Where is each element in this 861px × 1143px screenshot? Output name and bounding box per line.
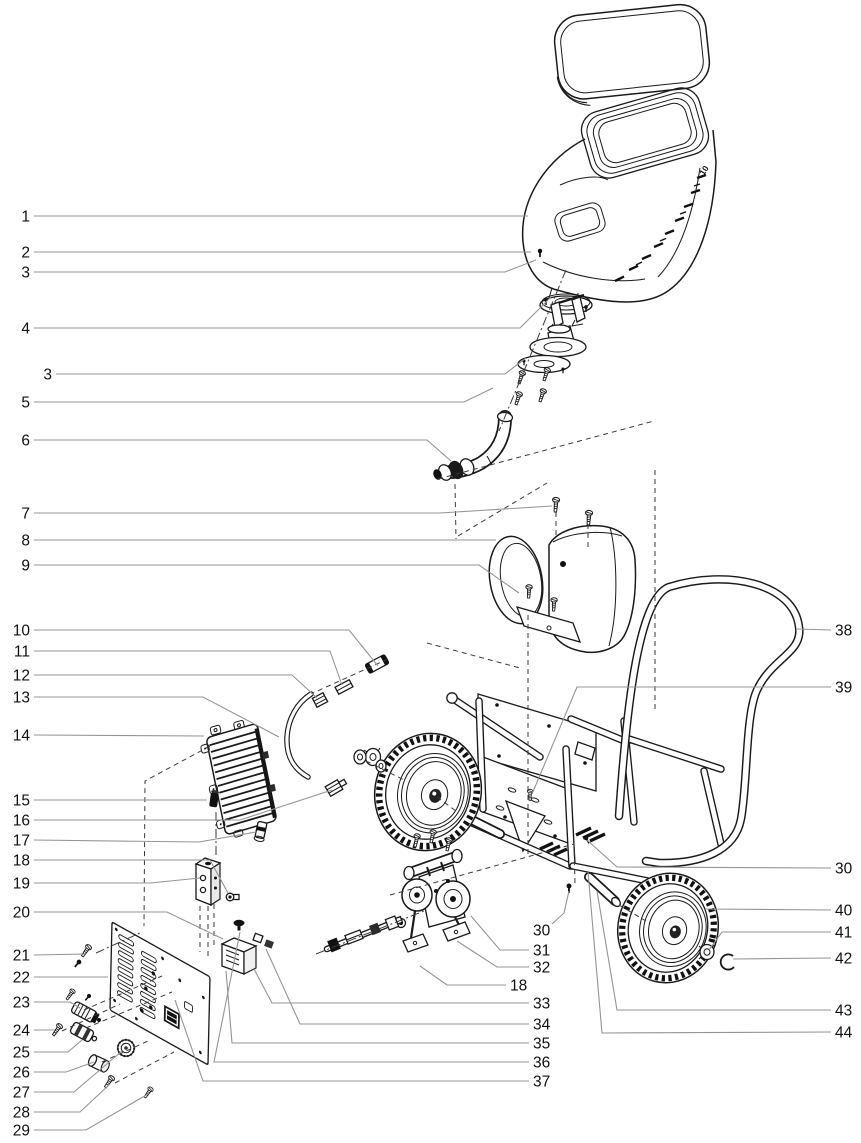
callout-29: 29 bbox=[13, 1123, 30, 1140]
suction-tube bbox=[323, 915, 404, 953]
callout-30: 30 bbox=[835, 861, 853, 878]
callout-26: 26 bbox=[13, 1065, 30, 1082]
callout-24: 24 bbox=[13, 1023, 31, 1040]
cap-screw bbox=[233, 919, 245, 931]
callout-layer: 1234356789101112131415161718192021222324… bbox=[13, 209, 853, 1140]
callout-36: 36 bbox=[533, 1055, 550, 1072]
callout-7: 7 bbox=[21, 506, 30, 523]
fitting-11 bbox=[334, 678, 354, 696]
nut-12 bbox=[311, 691, 329, 709]
callout-42: 42 bbox=[835, 951, 852, 968]
callout-23: 23 bbox=[13, 995, 30, 1012]
vent-louvers bbox=[117, 934, 157, 1020]
callout-1: 1 bbox=[21, 209, 30, 226]
callout-4: 4 bbox=[21, 321, 30, 338]
screw-29 bbox=[142, 1085, 155, 1100]
callout-19: 19 bbox=[13, 876, 30, 893]
electrical-box-36 bbox=[220, 937, 258, 975]
callout-21: 21 bbox=[13, 948, 30, 965]
screw-28 bbox=[102, 1074, 116, 1090]
motor-screw bbox=[551, 496, 561, 513]
elbow-tube bbox=[433, 410, 514, 481]
hopper-lid bbox=[553, 3, 711, 106]
callout-14: 14 bbox=[13, 728, 31, 745]
valve-25 bbox=[69, 1021, 98, 1043]
callout-44: 44 bbox=[835, 1025, 853, 1042]
callout-20: 20 bbox=[13, 905, 31, 922]
hopper: 10 bbox=[521, 87, 717, 315]
callout-33: 33 bbox=[533, 996, 550, 1013]
callout-37: 37 bbox=[533, 1074, 550, 1091]
pump-assembly bbox=[388, 828, 471, 953]
hose-and-fittings bbox=[284, 654, 390, 798]
screw-21 bbox=[79, 943, 93, 959]
callout-39: 39 bbox=[835, 680, 852, 697]
callout-22: 22 bbox=[13, 970, 30, 987]
callout-9: 9 bbox=[21, 558, 30, 575]
retaining-ring-42 bbox=[719, 953, 735, 971]
elbow-fitting-18 bbox=[225, 892, 240, 902]
callout-13: 13 bbox=[13, 690, 30, 707]
callout-25: 25 bbox=[13, 1045, 30, 1062]
small-fitting bbox=[252, 932, 264, 944]
callout-43: 43 bbox=[835, 1003, 852, 1020]
callout-12: 12 bbox=[13, 668, 30, 685]
callout-16: 16 bbox=[13, 813, 30, 830]
callout-18: 18 bbox=[13, 853, 30, 870]
motor-screw bbox=[584, 509, 594, 526]
callout-32: 32 bbox=[533, 960, 550, 977]
rocker-switch bbox=[163, 1004, 180, 1030]
callout-40: 40 bbox=[835, 903, 853, 920]
callout-2: 2 bbox=[21, 245, 30, 262]
callout-31: 31 bbox=[533, 943, 550, 960]
callout-28: 28 bbox=[13, 1105, 30, 1122]
motor-assembly bbox=[488, 496, 637, 654]
callout-6: 6 bbox=[21, 433, 30, 450]
assembly-dashed-lines bbox=[61, 269, 656, 1084]
right-wheel bbox=[616, 872, 720, 984]
callout-15: 15 bbox=[13, 793, 30, 810]
callout-38: 38 bbox=[835, 623, 852, 640]
fitting-17 bbox=[253, 820, 268, 842]
callout-17: 17 bbox=[13, 833, 30, 850]
small-fitting-dark bbox=[264, 939, 274, 949]
hopper-scale-ticks bbox=[614, 173, 707, 283]
left-wheel bbox=[373, 732, 483, 852]
right-wheel-assembly bbox=[616, 872, 735, 984]
callout-11: 11 bbox=[14, 644, 30, 661]
callout-3: 3 bbox=[43, 367, 52, 384]
callout-27: 27 bbox=[13, 1085, 30, 1102]
callout-41: 41 bbox=[835, 925, 852, 942]
hopper-handle-recess bbox=[554, 202, 606, 242]
nut-16 bbox=[324, 778, 348, 798]
cooler-14 bbox=[200, 719, 277, 838]
knob-27 bbox=[116, 1038, 136, 1058]
panel-hardware bbox=[50, 943, 155, 1100]
callout-10: 10 bbox=[13, 623, 31, 640]
push-handle bbox=[614, 575, 804, 868]
fitting-15 bbox=[209, 790, 220, 808]
outlet-stack bbox=[512, 293, 587, 406]
manifold-block-19 bbox=[194, 857, 222, 907]
callout-8: 8 bbox=[21, 533, 30, 550]
callout-5: 5 bbox=[21, 395, 30, 412]
callout-35: 35 bbox=[533, 1036, 550, 1053]
axle-stub bbox=[584, 872, 621, 908]
callout-34: 34 bbox=[533, 1017, 551, 1034]
leader-lines bbox=[33, 215, 832, 1131]
callout-30: 30 bbox=[533, 923, 551, 940]
callout-3: 3 bbox=[21, 265, 30, 282]
callout-18: 18 bbox=[510, 978, 527, 995]
